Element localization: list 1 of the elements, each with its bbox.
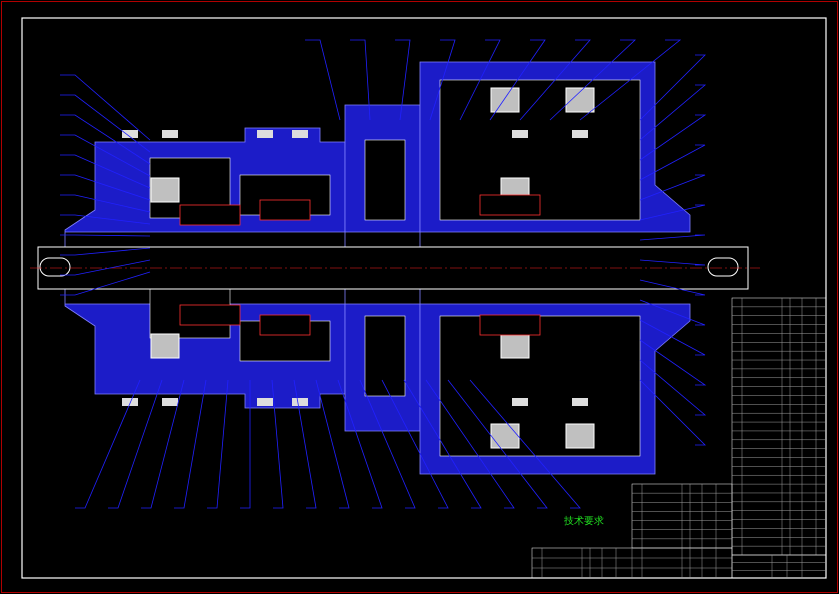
technical-requirements-heading: 技术要求: [564, 514, 604, 528]
